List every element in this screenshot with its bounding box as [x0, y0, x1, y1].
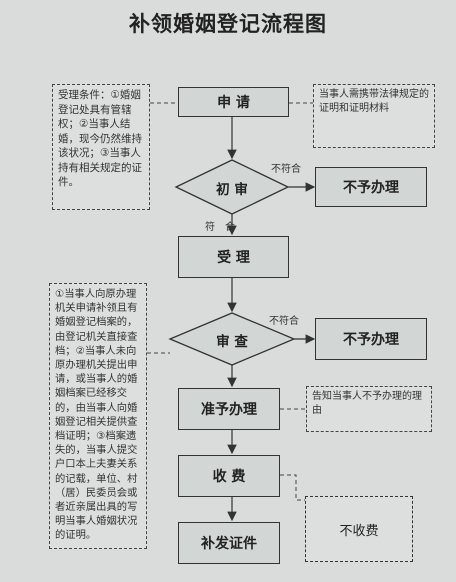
review-label: 审 查	[216, 334, 248, 350]
review-detail-note: ①当事人向原办理机关申请补领且有婚姻登记档案的，由登记机关直接查档；②当事人未向…	[49, 283, 147, 549]
apply-box: 申 请	[178, 87, 289, 117]
reject-box-1: 不予办理	[315, 167, 427, 207]
approve-box: 准予办理	[178, 388, 280, 430]
fee-box: 收 费	[178, 455, 280, 497]
accept-box: 受 理	[178, 236, 289, 278]
page-title: 补领婚姻登记流程图	[129, 12, 327, 36]
met-label: 符 合	[205, 222, 235, 233]
no-fee-box: 不收费	[305, 496, 413, 562]
not-met-label-1: 不符合	[271, 164, 301, 175]
initial-review-label: 初 审	[216, 182, 248, 198]
reject-box-2: 不予办理	[315, 318, 427, 360]
required-materials-note: 当事人需携带法律规定的证明和证明材料	[313, 84, 435, 148]
issue-certificate-box: 补发证件	[178, 522, 280, 564]
not-met-label-2: 不符合	[269, 316, 299, 327]
inform-reason-note: 告知当事人不予办理的理由	[306, 386, 432, 432]
acceptance-conditions-note: 受理条件：①婚姻登记处具有管辖权；②当事人结婚，现今仍然维持该状况；③当事人持有…	[52, 84, 150, 210]
